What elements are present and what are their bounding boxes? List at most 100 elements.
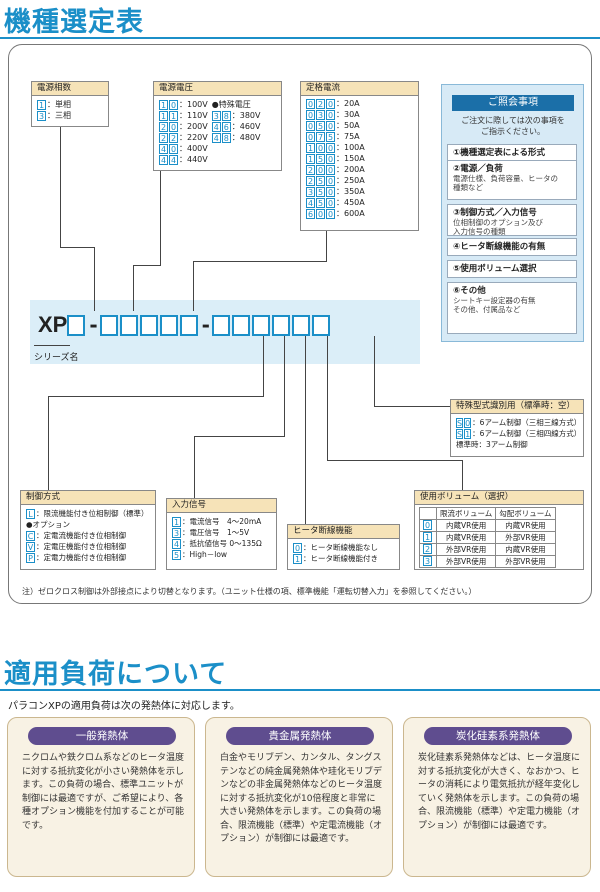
code-box: 0	[316, 208, 325, 219]
slot-special	[311, 314, 330, 336]
code-box: 3	[316, 109, 325, 120]
series-underline	[34, 345, 70, 346]
code-box: 8	[221, 132, 231, 143]
connector-line	[193, 261, 327, 262]
input-option: 4：抵抗値信号 0〜135Ω	[172, 538, 271, 549]
connector-line	[94, 247, 95, 311]
input-option: 5：High－low	[172, 549, 271, 560]
code-box: 3	[37, 110, 46, 121]
slot-voltage	[119, 314, 138, 336]
code-box: S	[456, 417, 464, 428]
contact-item-title: ①機種選定表による形式	[453, 148, 545, 158]
contact-item: ⑤使用ボリューム選択	[447, 260, 577, 278]
code-box: 1	[293, 553, 302, 564]
section2-subtitle: パラコンXPの適用負荷は次の発熱体に対応します。	[8, 701, 240, 712]
code-box: 1	[306, 142, 315, 153]
slot-input	[231, 314, 250, 336]
contact-item-title: ⑥その他	[453, 286, 486, 296]
code-box: 3	[423, 556, 432, 566]
option-label: ：250A	[336, 176, 365, 185]
current-title: 定格電流	[301, 82, 418, 96]
option-label: ：400V	[179, 144, 208, 153]
control-title: 制御方式	[21, 491, 155, 505]
control-std: L：限流機能付き位相制御（標準）	[26, 508, 150, 519]
contact-item-title: ③制御方式／入力信号	[453, 208, 537, 218]
connector-line	[326, 231, 327, 261]
card-title: 一般発熱体	[28, 727, 176, 745]
option-label: ：定電力機能付き位相制御	[36, 553, 126, 562]
series-label: シリーズ名	[34, 353, 79, 363]
volume-code: 1	[419, 531, 437, 544]
option-label: ：High－low	[182, 550, 228, 559]
code-box: 8	[221, 110, 231, 121]
code-box: 4	[306, 197, 315, 208]
model-code: XP - -	[38, 312, 332, 338]
code-box: 3	[211, 110, 221, 121]
code-box: 0	[326, 98, 335, 109]
option-label: ：三相	[47, 111, 71, 120]
phase-option: 3：三相	[37, 110, 103, 121]
code-box: 0	[326, 120, 335, 131]
code-box: 0	[326, 142, 335, 153]
control-option: P：定電力機能付き位相制御	[26, 552, 150, 563]
special-standard: 標準時：3アーム制御	[456, 440, 528, 449]
control-option: V：定電圧機能付き位相制御	[26, 541, 150, 552]
code-box: 4	[211, 132, 221, 143]
option-label: ：460V	[231, 122, 261, 131]
code-box: 1	[159, 99, 168, 110]
option-label: ：ヒータ断線機能付き	[303, 554, 378, 563]
connector-line	[263, 336, 264, 396]
code-box: 7	[316, 131, 325, 142]
slot-current	[179, 314, 198, 336]
option-label: ：定電流機能付き位相制御	[36, 531, 126, 540]
control-box: 制御方式 L：限流機能付き位相制御（標準） ●オプション C：定電流機能付き位相…	[20, 490, 156, 570]
input-option: 1：電流信号 4〜20mA	[172, 516, 271, 527]
phase-option: 1：単相	[37, 99, 103, 110]
code-box: 1	[464, 428, 472, 439]
volume-header: 勾配ボリューム	[495, 507, 556, 520]
voltage-title: 電源電圧	[154, 82, 281, 96]
connector-line	[133, 265, 161, 266]
option-label: ：150A	[336, 154, 365, 163]
option-label: ：電圧信号 1〜5V	[182, 528, 250, 537]
volume-code: 2	[419, 543, 437, 556]
code-box: V	[26, 541, 35, 552]
code-box: 2	[423, 544, 432, 554]
volume-header: 限流ボリューム	[435, 507, 497, 520]
code-box: 1	[172, 516, 181, 527]
volume-title: 使用ボリューム（選択）	[415, 491, 583, 505]
contact-item-desc: 位相制御のオプション及び 入力信号の種類	[453, 218, 543, 236]
section2-title: 適用負荷について	[4, 659, 228, 690]
slot-current	[139, 314, 158, 336]
card-silicon-carbide: 炭化硅素系発熱体 炭化硅素系発熱体などは、ヒータ温度に対する抵抗変化が大きく、な…	[403, 717, 591, 877]
volume-cell: 外部VR使用	[435, 555, 497, 568]
code-box: 0	[326, 109, 335, 120]
option-label: ：6アーム制御（三相四線方式）	[472, 429, 582, 438]
card-general: 一般発熱体 ニクロムや鉄クロム系などのヒータ温度に対する抵抗変化が小さい発熱体を…	[7, 717, 195, 877]
connector-line	[194, 436, 195, 498]
connector-line	[48, 396, 264, 397]
contact-item: ⑥その他シートキー設定器の有無 その他、付属品など	[447, 282, 577, 334]
code-box: 2	[316, 98, 325, 109]
code-box: 0	[464, 417, 472, 428]
connector-line	[327, 460, 462, 461]
